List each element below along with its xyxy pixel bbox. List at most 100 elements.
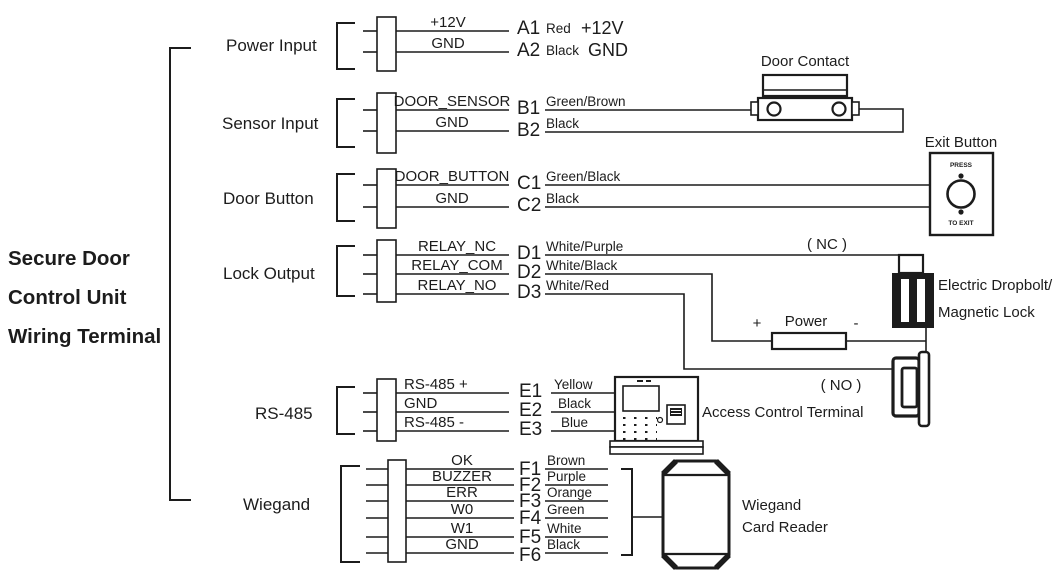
- pin-label-rs485-plus: RS-485 +: [404, 376, 468, 393]
- sensor-wires-left: [396, 109, 509, 132]
- terminal-f4-color: Green: [547, 502, 585, 517]
- terminal-e2: E2: [519, 400, 542, 421]
- sensor-pins: [363, 109, 377, 132]
- door-contact-label: Door Contact: [761, 53, 850, 70]
- magnetic-lock-symbol: Electric Dropbolt/ Magnetic Lock: [892, 253, 1053, 328]
- exit-button-to-exit-text: TO EXIT: [948, 220, 973, 227]
- exit-button-label: Exit Button: [925, 134, 998, 151]
- terminal-f4: F4: [519, 508, 542, 529]
- lock-output-pins: [363, 254, 377, 295]
- power-bracket: [336, 22, 355, 70]
- rs485-wires-right: [551, 392, 616, 432]
- card-reader-label-line-1: Wiegand: [742, 497, 801, 514]
- wiegand-pins: [366, 468, 388, 554]
- pin-label-rs485-gnd: GND: [404, 395, 438, 412]
- card-reader-label-line-2: Card Reader: [742, 519, 828, 536]
- power-pins: [363, 30, 377, 53]
- terminal-f6: F6: [519, 545, 541, 566]
- exit-button-press-text: PRESS: [950, 162, 973, 169]
- terminal-f1: F1: [519, 459, 541, 480]
- group-door-button: Door Button DOOR_BUTTON GND C1 Green/Bla…: [223, 168, 930, 229]
- lock-label-line-1: Electric Dropbolt/: [938, 277, 1053, 294]
- rs485-wires-left: [396, 392, 509, 432]
- lock-output-bracket: [336, 245, 355, 297]
- terminal-e1-color: Yellow: [554, 377, 593, 392]
- lock-output-connector: [376, 239, 397, 303]
- terminal-e3: E3: [519, 419, 542, 440]
- power-connector: [376, 16, 397, 72]
- wiegand-wires-right: [545, 468, 608, 554]
- terminal-a1-color: Red: [546, 21, 571, 36]
- terminal-f5: F5: [519, 527, 541, 548]
- wiegand-connector: [387, 459, 407, 563]
- wiegand-bracket: [340, 465, 360, 563]
- card-reader-corners: [661, 459, 731, 570]
- pin-label-wiegand-gnd: GND: [445, 536, 479, 553]
- terminal-base-top: [609, 440, 704, 448]
- pin-label-relay-nc: RELAY_NC: [418, 238, 496, 255]
- rs485-bracket: [336, 386, 355, 435]
- lock-output-wires-left: [396, 254, 509, 295]
- rs485-connector: [376, 378, 397, 442]
- pin-label-ok: OK: [451, 452, 473, 469]
- terminal-c1-color: Green/Black: [546, 169, 621, 184]
- main-bracket: [169, 47, 191, 501]
- group-label-door-button: Door Button: [223, 189, 314, 208]
- group-lock-output: Lock Output RELAY_NC RELAY_COM RELAY_NO …: [223, 236, 899, 394]
- terminal-b1: B1: [517, 98, 540, 119]
- door-button-wires-left: [396, 184, 509, 208]
- terminal-f3-color: Orange: [547, 485, 592, 500]
- power-supply-label: Power: [785, 313, 828, 330]
- terminal-f1-color: Brown: [547, 453, 585, 468]
- terminal-f6-color: Black: [547, 537, 580, 552]
- terminal-b2: B2: [517, 120, 540, 141]
- terminal-d1-color: White/Purple: [546, 239, 623, 254]
- access-terminal-label: Access Control Terminal: [702, 404, 863, 421]
- wire-b2: [545, 108, 904, 133]
- pin-label-gnd: GND: [431, 35, 465, 52]
- group-sensor-input: Sensor Input DOOR_SENSOR GND B1 Green/Br…: [222, 92, 904, 154]
- door-contact-symbol: Door Contact: [750, 53, 860, 122]
- title-line-1: Secure Door: [8, 247, 130, 270]
- terminal-c2-color: Black: [546, 191, 579, 206]
- terminal-d1: D1: [517, 243, 541, 264]
- terminal-b1-color: Green/Brown: [546, 94, 626, 109]
- terminal-c2: C2: [517, 195, 541, 216]
- door-contact-screw-right: [831, 101, 847, 117]
- pin-label-relay-com: RELAY_COM: [411, 257, 502, 274]
- pin-label-sensor-gnd: GND: [435, 114, 469, 131]
- exit-button-circle: [946, 179, 976, 209]
- lock-power-supply: + Power -: [753, 313, 927, 356]
- group-rs485: RS-485 RS-485 + GND RS-485 - E1 Yellow E…: [255, 376, 616, 442]
- nc-label: ( NC ): [807, 236, 847, 253]
- terminal-e1: E1: [519, 381, 542, 402]
- terminal-a2: A2: [517, 40, 540, 61]
- no-label: ( NO ): [821, 377, 862, 394]
- exit-button-symbol: Exit Button PRESS TO EXIT: [925, 134, 998, 237]
- pin-label-12v: +12V: [430, 14, 465, 31]
- terminal-d3: D3: [517, 282, 541, 303]
- terminal-f3: F3: [519, 491, 541, 512]
- power-wires: [396, 30, 509, 53]
- terminal-a2-color: Black: [546, 43, 579, 58]
- group-label-wiegand: Wiegand: [243, 495, 310, 514]
- access-control-terminal-symbol: Access Control Terminal: [609, 375, 863, 455]
- door-button-bracket: [336, 173, 355, 222]
- terminal-e2-color: Black: [558, 396, 591, 411]
- rs485-pins: [363, 392, 377, 432]
- terminal-f5-color: White: [547, 521, 582, 536]
- door-button-connector: [376, 168, 397, 229]
- pin-label-door-button: DOOR_BUTTON: [395, 168, 510, 185]
- pin-label-door-button-gnd: GND: [435, 190, 469, 207]
- terminal-f2: F2: [519, 475, 541, 496]
- sensor-connector: [376, 92, 397, 154]
- terminal-d2-color: White/Black: [546, 258, 618, 273]
- title-line-2: Control Unit: [8, 286, 127, 309]
- pin-label-buzzer: BUZZER: [432, 468, 492, 485]
- terminal-base-bottom: [609, 446, 704, 455]
- terminal-f2-color: Purple: [547, 469, 586, 484]
- dropbolt-strike-symbol: [891, 350, 931, 428]
- exit-button-dot-bottom: [958, 209, 964, 215]
- power-plus-sign: +: [753, 315, 762, 332]
